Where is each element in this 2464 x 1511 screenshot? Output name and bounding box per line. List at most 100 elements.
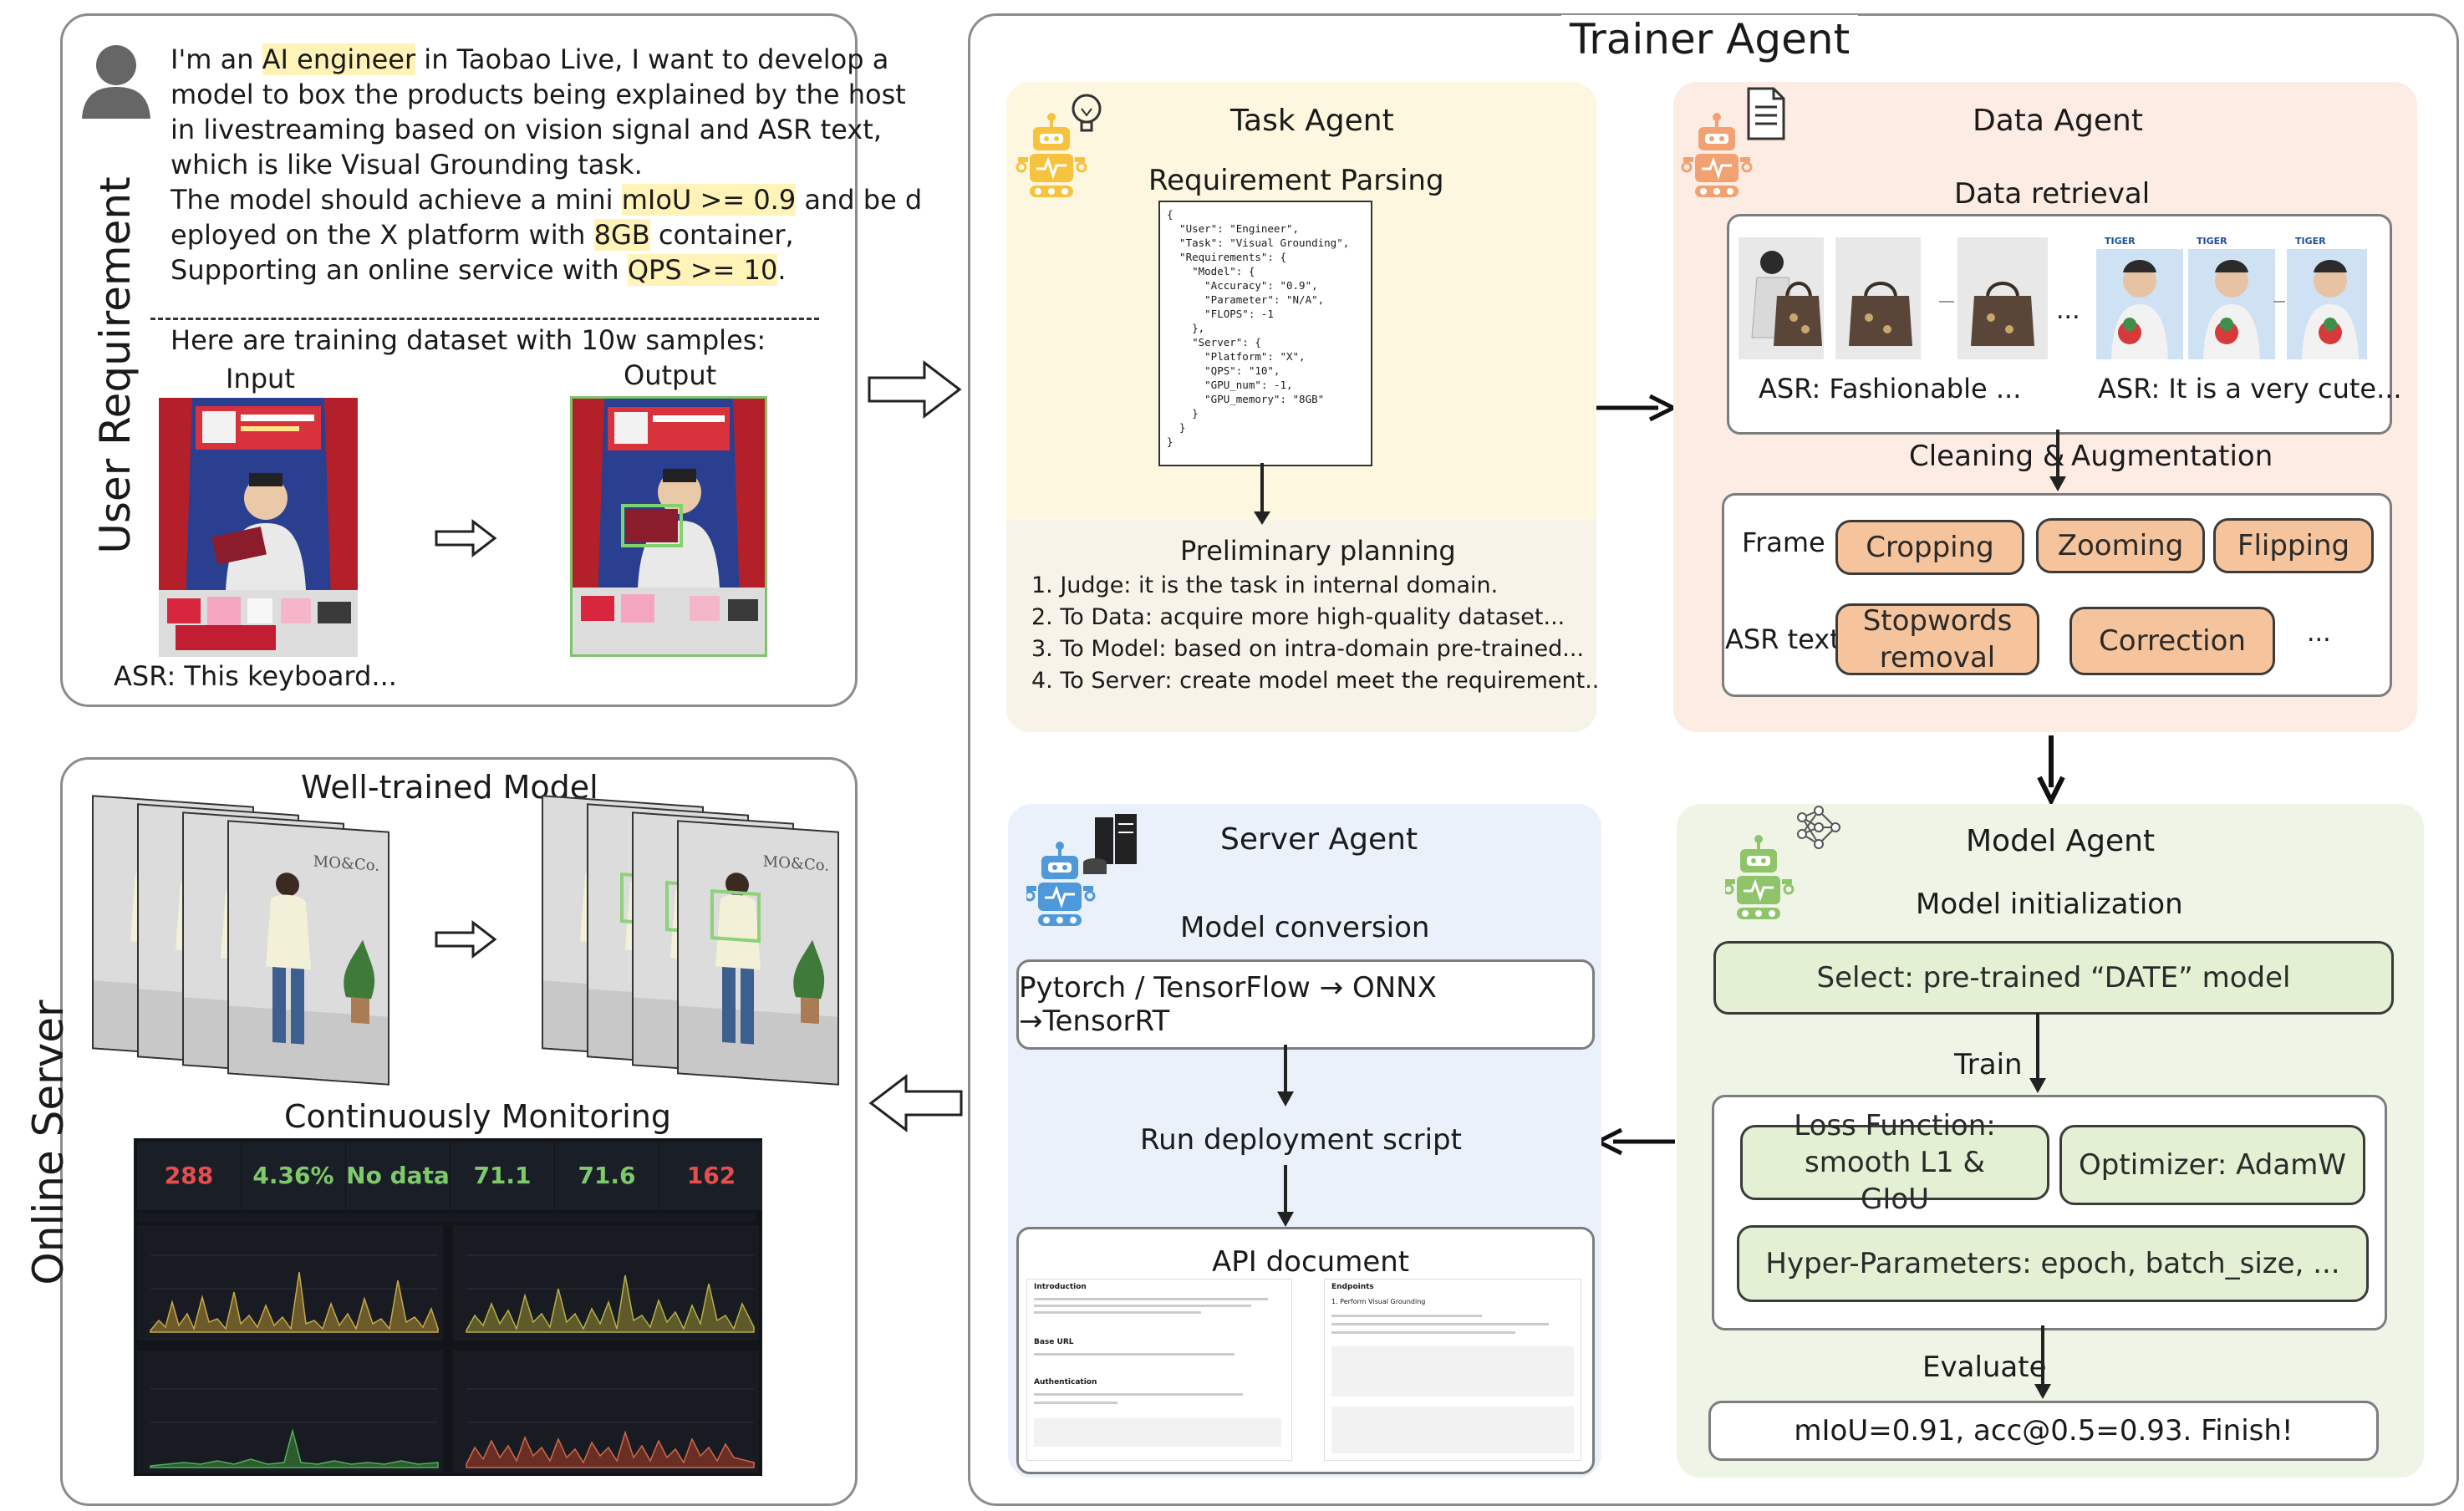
retrieved-bag-frame xyxy=(1835,237,1921,359)
video-frames-input: MO&Co. xyxy=(92,795,389,1086)
data-agent-title: Data Agent xyxy=(1973,104,2143,138)
conversion-pipeline: Pytorch / TensorFlow → ONNX →TensorRT xyxy=(1019,971,1437,1038)
highlighted-term: mIoU >= 0.9 xyxy=(621,184,797,216)
conversion-pipeline-box: Pytorch / TensorFlow → ONNX →TensorRT xyxy=(1016,959,1595,1050)
metric-value: No data xyxy=(346,1162,450,1189)
doc-right-heading-1: Endpoints xyxy=(1331,1283,1374,1291)
requirement-parsing-label: Requirement Parsing xyxy=(1148,164,1444,197)
cropping-chip: Cropping xyxy=(1835,520,2024,575)
stopwords-removal-chip: Stopwords removal xyxy=(1835,603,2039,675)
requirement-line: which is like Visual Grounding task. xyxy=(171,149,643,181)
arrow-down-icon xyxy=(2028,1013,2048,1095)
requirement-json: { "User": "Engineer", "Task": "Visual Gr… xyxy=(1158,201,1372,466)
dashboard-charts xyxy=(137,1225,759,1473)
model-init-label: Model initialization xyxy=(1916,888,2183,921)
robot-document-icon xyxy=(1680,87,1789,204)
retrieved-bag-frame xyxy=(1957,237,2048,359)
metric-tile: 71.6 xyxy=(555,1142,659,1210)
hyper-parameters-chip: Hyper-Parameters: epoch, batch_size, ... xyxy=(1737,1225,2369,1302)
metric-tile: 71.1 xyxy=(451,1142,554,1210)
model-agent-title: Model Agent xyxy=(1966,824,2156,858)
arrow-down-icon xyxy=(2036,735,2066,804)
doc-left-heading-2: Base URL xyxy=(1034,1338,1074,1346)
arrow-down-icon xyxy=(1252,463,1272,527)
robot-server-icon xyxy=(1026,812,1143,929)
retrieval-ellipsis: ... xyxy=(2056,296,2080,325)
asr-left-caption: ASR: Fashionable ... xyxy=(1759,373,2022,404)
arrow-down-icon xyxy=(2048,430,2068,493)
metric-tile: No data xyxy=(346,1142,450,1210)
arrow-to-online-icon xyxy=(866,1071,965,1135)
user-requirement-side-label: User Requirement xyxy=(91,176,140,554)
arrow-left-icon xyxy=(1596,1127,1675,1157)
plan-step: 3. To Model: based on intra-domain pre-t… xyxy=(1031,636,1585,662)
planning-steps: 1. Judge: it is the task in internal dom… xyxy=(1031,570,1599,697)
doc-left-heading-3: Authentication xyxy=(1034,1378,1097,1386)
brand-label: TIGER xyxy=(2295,236,2326,247)
cleaning-label: Cleaning & xyxy=(1909,440,2065,473)
flipping-chip: Flipping xyxy=(2213,518,2374,573)
doc-left-heading-1: Introduction xyxy=(1034,1283,1087,1291)
output-label: Output xyxy=(624,359,717,391)
metric-value: 71.1 xyxy=(473,1162,532,1189)
metric-tile: 288 xyxy=(137,1142,241,1210)
user-icon xyxy=(80,43,152,119)
retrieved-toy-frame: TIGER xyxy=(2188,234,2275,359)
metric-tile: 4.36% xyxy=(242,1142,345,1210)
arrow-right-icon xyxy=(1596,393,1675,423)
api-doc-page-left: Introduction Base URL Authentication xyxy=(1026,1279,1292,1461)
api-document-title: API document xyxy=(1212,1245,1410,1279)
robot-neural-network-icon xyxy=(1725,806,1851,923)
doc-right-heading-2: 1. Perform Visual Grounding xyxy=(1331,1298,1426,1305)
arrow-down-icon xyxy=(2033,1325,2053,1401)
dashboard-section-header xyxy=(137,1213,756,1222)
highlighted-term: 8GB xyxy=(593,219,650,251)
augmentation-label: Augmentation xyxy=(2071,440,2273,473)
retrieved-bag-frame xyxy=(1739,237,1824,359)
arrow-down-icon xyxy=(1275,1045,1296,1108)
train-label: Train xyxy=(1954,1048,2023,1081)
task-agent-title: Task Agent xyxy=(1230,104,1394,138)
deployment-script-label: Run deployment script xyxy=(1140,1123,1462,1157)
metric-value: 4.36% xyxy=(252,1162,334,1189)
dataset-line: Here are training dataset with 10w sampl… xyxy=(171,324,766,356)
plan-step: 1. Judge: it is the task in internal dom… xyxy=(1031,572,1499,598)
evaluation-result-box: mIoU=0.91, acc@0.5=0.93. Finish! xyxy=(1708,1401,2379,1461)
video-frame: MO&Co. xyxy=(227,820,389,1086)
server-agent-title: Server Agent xyxy=(1220,822,1418,857)
monitoring-dashboard: 288 4.36% No data 71.1 71.6 162 xyxy=(134,1138,762,1476)
metric-value: 288 xyxy=(164,1162,214,1189)
robot-lightbulb-icon xyxy=(1015,87,1115,204)
arrow-down-icon xyxy=(1275,1165,1296,1229)
requirement-line: in livestreaming based on vision signal … xyxy=(171,114,882,145)
arrow-right-icon xyxy=(435,919,498,959)
correction-chip: Correction xyxy=(2069,607,2275,675)
preliminary-planning-label: Preliminary planning xyxy=(1180,535,1456,567)
arrow-to-trainer-icon xyxy=(866,358,965,421)
frame-label: Frame xyxy=(1742,527,1825,558)
retrieval-gap-dash xyxy=(1939,301,1954,303)
metric-value: 162 xyxy=(686,1162,736,1189)
asr-caption: ASR: This keyboard... xyxy=(114,660,397,692)
highlighted-term: AI engineer xyxy=(262,43,416,75)
augmentation-more: ... xyxy=(2307,618,2331,648)
api-doc-page-right: Endpoints 1. Perform Visual Grounding xyxy=(1324,1279,1581,1461)
dashed-divider xyxy=(150,318,819,320)
video-frame: MO&Co. xyxy=(677,820,839,1086)
retrieved-toy-frame: TIGER xyxy=(2096,234,2183,359)
requirement-line: eployed on the X platform with 8GB conta… xyxy=(171,219,794,251)
asr-right-caption: ASR: It is a very cute... xyxy=(2098,373,2402,404)
task-agent-lower-band xyxy=(1006,520,1596,732)
trainer-agent-title: Trainer Agent xyxy=(1561,15,1859,64)
select-model-chip: Select: pre-trained “DATE” model xyxy=(1713,941,2394,1015)
retrieved-toy-frame: TIGER xyxy=(2287,234,2367,359)
evaluation-result: mIoU=0.91, acc@0.5=0.93. Finish! xyxy=(1794,1414,2293,1447)
plan-step: 4. To Server: create model meet the requ… xyxy=(1031,668,1600,694)
input-label: Input xyxy=(226,363,295,394)
video-frames-output: MO&Co. xyxy=(542,795,839,1086)
metric-value: 71.6 xyxy=(578,1162,636,1189)
online-server-side-label: Online Server xyxy=(24,1000,73,1285)
optimizer-chip: Optimizer: AdamW xyxy=(2059,1125,2365,1205)
model-conversion-label: Model conversion xyxy=(1180,911,1430,944)
requirement-line: The model should achieve a mini mIoU >= … xyxy=(171,184,923,216)
